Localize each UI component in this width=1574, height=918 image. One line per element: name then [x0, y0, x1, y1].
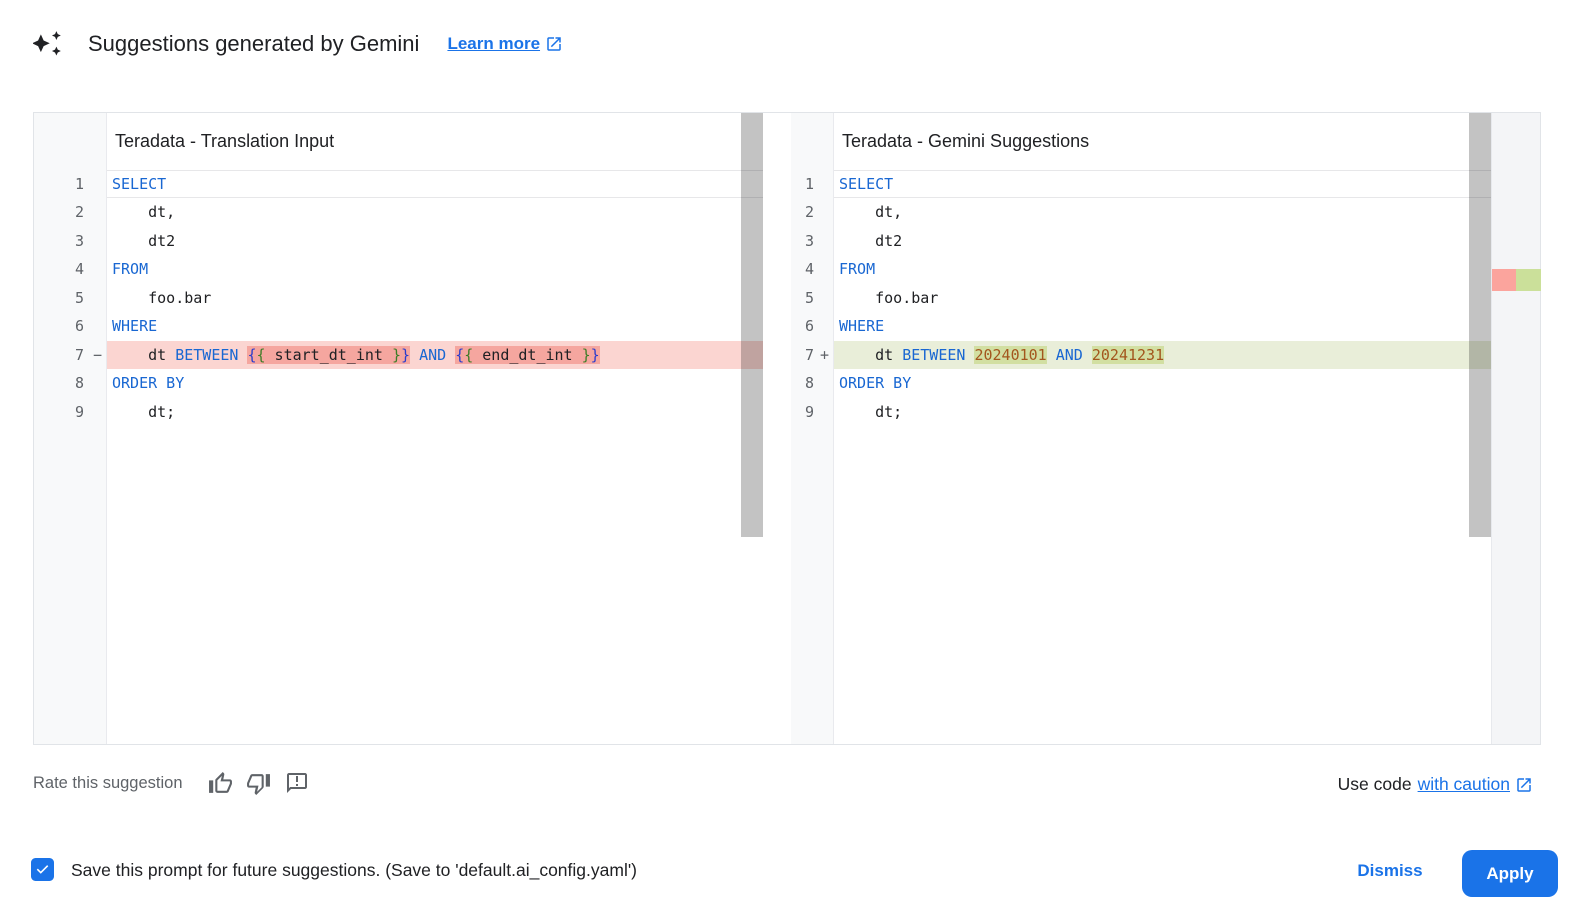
- diff-marker-removed: [1492, 269, 1516, 291]
- code-line: 7− dt BETWEEN {{ start_dt_int }} AND {{ …: [34, 340, 763, 370]
- code-line: 2 dt,: [791, 198, 1491, 226]
- line-number: 8: [804, 374, 814, 393]
- diff-gutter-marker: +: [819, 345, 829, 364]
- suggestions-header: Suggestions generated by Gemini Learn mo…: [33, 30, 563, 58]
- line-number: 1: [74, 175, 84, 193]
- code-line: 5 foo.bar: [34, 284, 763, 312]
- code-line: 2 dt,: [34, 198, 763, 226]
- code-line: 3 dt2: [791, 227, 1491, 255]
- line-number: 3: [804, 231, 814, 250]
- open-in-new-icon: [547, 37, 561, 51]
- line-number: 3: [74, 231, 84, 250]
- panel-title-translation-input: Teradata - Translation Input: [115, 131, 335, 151]
- scrollbar-thumb[interactable]: [741, 113, 763, 537]
- thumb-down-button[interactable]: [246, 770, 272, 796]
- line-number-gutter: [34, 113, 107, 744]
- scrollbar-thumb[interactable]: [1469, 113, 1491, 537]
- line-number: 9: [804, 402, 814, 421]
- learn-more-link[interactable]: Learn more: [447, 34, 563, 54]
- apply-button[interactable]: Apply: [1462, 850, 1558, 897]
- checkmark-icon: [36, 865, 49, 874]
- line-number: 1: [804, 175, 814, 193]
- feedback-button[interactable]: [284, 770, 310, 796]
- line-number: 6: [804, 317, 814, 336]
- line-number-gutter: [791, 113, 834, 744]
- line-number: 7: [804, 345, 814, 364]
- use-code-text: Use code: [1337, 774, 1412, 794]
- line-number: 7: [74, 345, 84, 364]
- line-number: 6: [74, 317, 84, 336]
- line-number: 2: [804, 203, 814, 222]
- code-line: 9 dt;: [34, 398, 763, 426]
- line-number: 8: [74, 374, 84, 393]
- rate-suggestion-label: Rate this suggestion: [33, 773, 183, 792]
- line-number: 5: [74, 288, 84, 307]
- save-prompt-label: Save this prompt for future suggestions.…: [71, 860, 637, 880]
- code-line: 3 dt2: [34, 227, 763, 255]
- diff-gutter-marker: −: [92, 345, 102, 364]
- line-number: 4: [74, 260, 84, 279]
- code-line: 9 dt;: [791, 398, 1491, 426]
- diff-overview-ruler: [1491, 113, 1541, 744]
- feedback-icon: [286, 773, 307, 793]
- page-title: Suggestions generated by Gemini: [88, 31, 420, 56]
- thumb-up-button[interactable]: [208, 770, 234, 796]
- line-number: 5: [804, 288, 814, 307]
- thumb-up-icon: [209, 771, 232, 793]
- dismiss-button[interactable]: Dismiss: [1345, 858, 1435, 884]
- line-number: 4: [804, 260, 814, 279]
- diff-marker-added: [1516, 269, 1541, 291]
- line-number: 2: [74, 203, 84, 222]
- open-in-new-icon: [1517, 777, 1531, 792]
- line-number: 9: [74, 402, 84, 421]
- save-prompt-checkbox[interactable]: [31, 858, 54, 881]
- thumb-down-icon: [247, 773, 270, 795]
- code-line: 5 foo.bar: [791, 284, 1491, 312]
- code-line: 7+ dt BETWEEN 20240101 AND 20241231: [791, 340, 1491, 370]
- with-caution-link[interactable]: with caution: [1417, 774, 1510, 794]
- gemini-sparkle-icon: [33, 31, 61, 56]
- panel-title-gemini-suggestions: Teradata - Gemini Suggestions: [842, 131, 1090, 151]
